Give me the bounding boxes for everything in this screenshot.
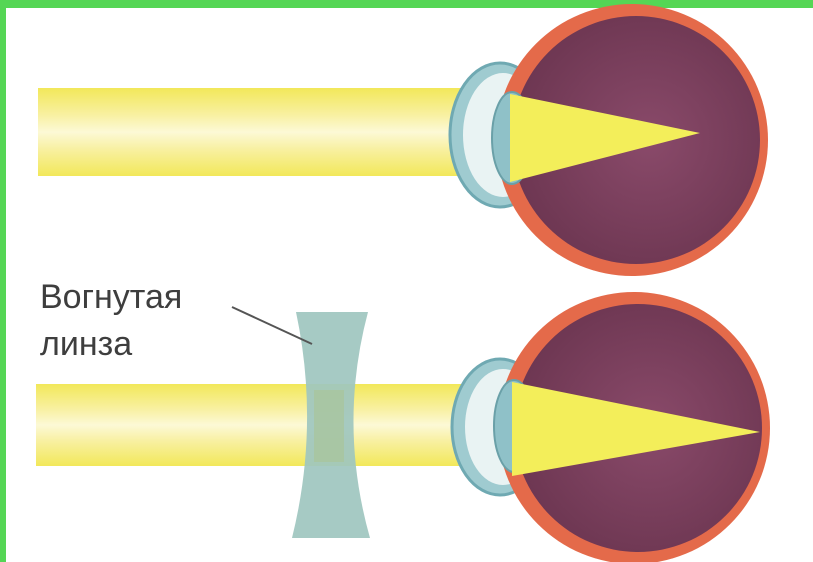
- lens-label-line1: Вогнутая: [40, 278, 182, 316]
- lens-label-line2: линза: [40, 325, 132, 363]
- incoming-light-beam-bottom: [36, 384, 476, 466]
- incoming-light-beam-top: [38, 88, 478, 176]
- corrected-eye-group: [36, 292, 770, 562]
- uncorrected-eye-group: [38, 4, 768, 276]
